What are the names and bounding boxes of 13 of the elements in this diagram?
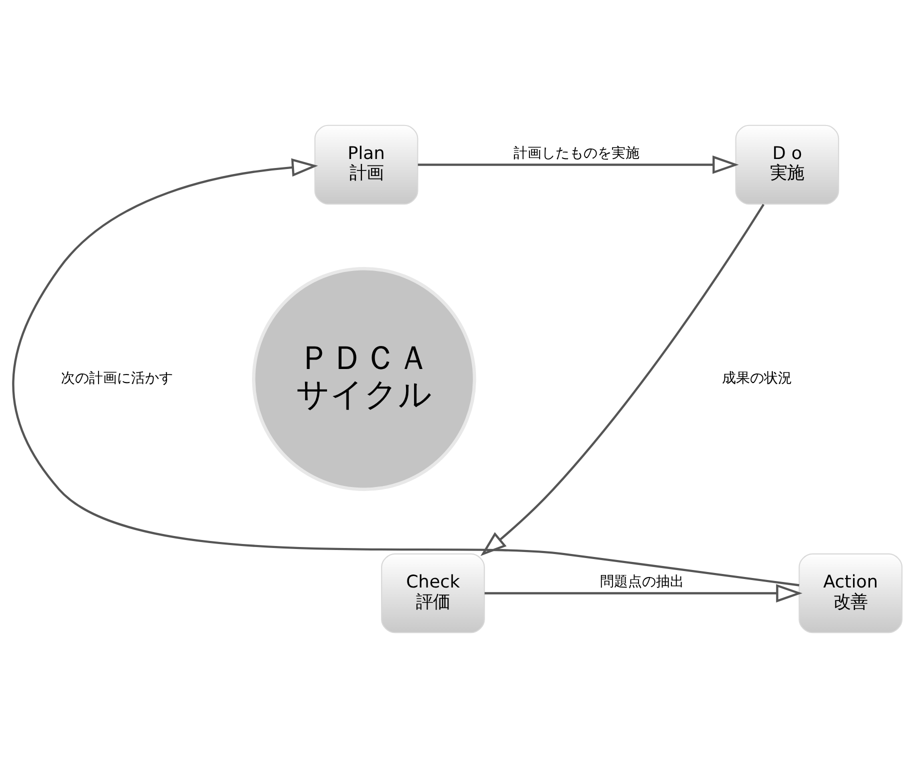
node-box: Plan 計画 [314,124,418,205]
node-circle: ＰＤＣＡ サイクル [252,266,476,492]
arrow [480,204,764,556]
node-box: Action 改善 [798,553,903,634]
edge-label: 次の計画に活かす [61,370,174,387]
arrow [484,584,802,602]
edge-label: 計画したものを実施 [514,146,640,162]
edge-label: 問題点の抽出 [600,574,684,590]
edge-label: 成果の状況 [722,370,792,387]
arrow [418,156,739,174]
arrow [12,158,800,586]
node-box: D o 実施 [735,124,840,205]
node-box: Check 評価 [381,553,485,634]
